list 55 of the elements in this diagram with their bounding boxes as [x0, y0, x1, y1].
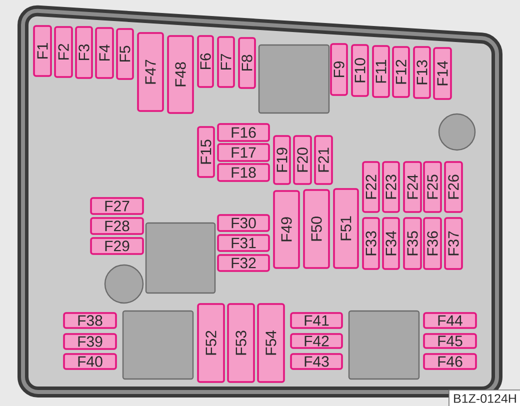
fuse: F47 [137, 32, 164, 112]
fuse: F21 [314, 135, 333, 185]
fuse: F44 [423, 312, 477, 329]
fuse: F7 [217, 36, 235, 88]
fuse: F8 [238, 37, 256, 89]
fuse: F14 [433, 47, 452, 100]
fuse: F31 [217, 234, 270, 252]
fuse: F35 [403, 217, 422, 270]
fuse: F41 [290, 312, 343, 329]
fuse: F24 [403, 161, 422, 213]
fuse: F12 [392, 46, 410, 98]
fuse: F3 [75, 26, 93, 79]
fuse: F51 [333, 188, 359, 269]
fuse: F19 [273, 135, 291, 185]
fuse: F42 [290, 333, 343, 349]
fuse: F13 [413, 46, 431, 99]
fuse: F4 [95, 27, 114, 79]
fuse: F37 [444, 217, 463, 270]
fuse: F49 [273, 190, 300, 269]
fuse: F15 [197, 126, 215, 178]
fuse: F10 [351, 44, 369, 97]
fuse: F23 [382, 161, 400, 213]
fuse: F27 [90, 197, 144, 215]
fuse: F11 [372, 45, 390, 98]
fuse: F50 [303, 189, 330, 269]
fuse: F43 [290, 353, 343, 370]
fuse: F40 [63, 353, 117, 370]
code-label: B1Z-0124H [448, 390, 520, 406]
fuse: F20 [293, 135, 312, 185]
fuse: F46 [423, 353, 477, 370]
fuse: F52 [197, 303, 225, 383]
fuse: F34 [382, 217, 400, 270]
fuse: F29 [90, 237, 144, 255]
fuse: F32 [217, 254, 270, 272]
fuse: F38 [63, 312, 117, 329]
fuse: F54 [257, 303, 285, 383]
fuse: F5 [116, 28, 134, 80]
fuse: F53 [227, 303, 255, 383]
fuse: F36 [423, 217, 442, 270]
fuse: F22 [362, 161, 380, 213]
fuse: F25 [423, 161, 442, 213]
fuse: F17 [217, 143, 270, 162]
fuse: F26 [444, 161, 463, 213]
fuse: F33 [362, 217, 380, 270]
fuse: F18 [217, 163, 270, 182]
fuse: F2 [54, 26, 73, 78]
fuse: F16 [217, 123, 270, 142]
fuse: F30 [217, 214, 270, 232]
fuse: F39 [63, 333, 117, 350]
fuse: F6 [197, 35, 214, 88]
fuse: F1 [33, 25, 52, 77]
fuse: F9 [330, 43, 348, 96]
fuse: F48 [167, 35, 194, 114]
fuse: F28 [90, 217, 144, 235]
fuse: F45 [423, 333, 477, 349]
